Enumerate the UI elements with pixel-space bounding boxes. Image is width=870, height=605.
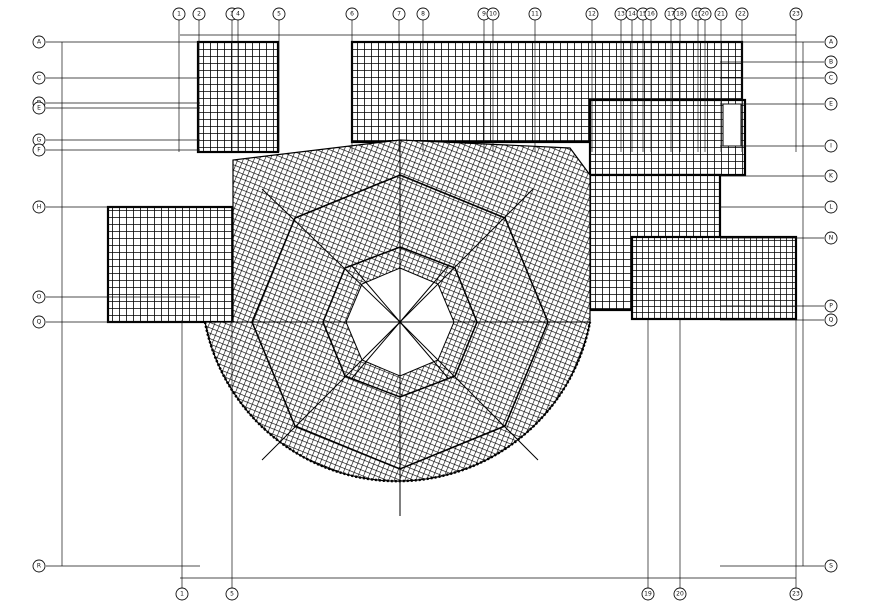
axis-bubble-left-C-label: C [37, 75, 41, 82]
axis-bubble-top-9: 9 [477, 7, 491, 21]
axis-bubble-bottom-5-label: 5 [230, 591, 234, 598]
axis-bubble-right-S: S [824, 559, 838, 573]
axis-bubble-top-1-label: 1 [177, 11, 181, 18]
axis-bubble-top-22: 22 [735, 7, 749, 21]
axis-bubble-top-13: 13 [614, 7, 628, 21]
axis-bubble-top-16-label: 16 [647, 11, 655, 18]
axis-bubble-top-18-label: 18 [676, 11, 684, 18]
axis-bubble-top-10: 10 [486, 7, 500, 21]
axis-bubble-bottom-1-label: 1 [180, 591, 184, 598]
axis-bubble-top-12: 12 [585, 7, 599, 21]
axis-bubble-right-A: A [824, 35, 838, 49]
axis-bubble-right-Q-label: Q [829, 317, 834, 324]
axis-bubble-left-E: E [32, 101, 46, 115]
axis-bubble-top-12-label: 12 [588, 11, 596, 18]
axis-bubble-top-21: 21 [714, 7, 728, 21]
axis-bubble-top-7-label: 7 [397, 11, 401, 18]
axis-bubble-top-11-label: 11 [531, 11, 539, 18]
axis-bubble-left-O-label: O [37, 294, 42, 301]
axis-bubble-left-Q: Q [32, 315, 46, 329]
axis-bubble-right-B: B [824, 55, 838, 69]
axis-bubble-top-6-label: 6 [350, 11, 354, 18]
axis-bubble-left-A-label: A [37, 39, 42, 46]
axis-bubble-right-B-label: B [829, 59, 833, 66]
grid-lines [46, 20, 824, 588]
axis-bubble-bottom-19-label: 19 [644, 591, 652, 598]
axis-bubble-bottom-20-label: 20 [676, 591, 684, 598]
axis-bubble-top-9-label: 9 [482, 11, 486, 18]
axis-bubble-top-19-label: 19 [694, 11, 702, 18]
axis-bubble-right-K: K [824, 169, 838, 183]
axis-bubble-top-20-label: 20 [701, 11, 709, 18]
axis-bubble-right-L-label: L [829, 204, 833, 211]
axis-bubble-top-21-label: 21 [717, 11, 725, 18]
axis-bubble-right-E-label: E [829, 101, 833, 108]
axis-bubble-top-23: 23 [789, 7, 803, 21]
axis-bubble-bottom-19: 19 [641, 587, 655, 601]
axis-bubble-top-4-label: 4 [236, 11, 240, 18]
axis-bubble-right-C: C [824, 71, 838, 85]
axis-bubble-left-F-label: F [37, 147, 41, 154]
axis-bubble-left-F: F [32, 143, 46, 157]
axis-bubble-top-8: 8 [416, 7, 430, 21]
axis-bubble-top-18: 18 [673, 7, 687, 21]
axis-bubble-top-13-label: 13 [617, 11, 625, 18]
radial-roof [203, 139, 592, 516]
axis-bubble-top-5-label: 5 [277, 11, 281, 18]
axis-bubble-top-6: 6 [345, 7, 359, 21]
axis-bubble-left-O: O [32, 290, 46, 304]
axis-bubble-top-8-label: 8 [421, 11, 425, 18]
axis-bubble-right-P-label: P [829, 303, 833, 310]
bottom-axis-bubbles: 1 5 19 20 23 [175, 587, 803, 601]
axis-bubble-left-R-label: R [37, 563, 41, 570]
axis-bubble-right-S-label: S [829, 563, 833, 570]
axis-bubble-left-A: A [32, 35, 46, 49]
axis-bubble-left-C: C [32, 71, 46, 85]
left-axis-bubbles: ACDEGFHOQR [32, 35, 46, 573]
axis-bubble-right-P: P [824, 299, 838, 313]
axis-bubble-right-I-label: I [830, 143, 832, 150]
axis-bubble-right-N-label: N [829, 235, 834, 242]
axis-bubble-top-4: 4 [231, 7, 245, 21]
axis-bubble-right-N: N [824, 231, 838, 245]
axis-bubble-top-20: 20 [698, 7, 712, 21]
axis-bubble-top-15-label: 15 [639, 11, 647, 18]
axis-bubble-top-2: 2 [192, 7, 206, 21]
axis-bubble-top-17-label: 17 [667, 11, 675, 18]
axis-bubble-right-L: L [824, 200, 838, 214]
axis-bubble-left-G-label: G [37, 137, 42, 144]
axis-bubble-left-Q-label: Q [37, 319, 42, 326]
axis-bubble-right-C-label: C [829, 75, 833, 82]
axis-bubble-right-E: E [824, 97, 838, 111]
axis-bubble-top-14-label: 14 [628, 11, 636, 18]
axis-bubble-top-1: 1 [172, 7, 186, 21]
axis-bubble-right-Q: Q [824, 313, 838, 327]
axis-bubble-top-14: 14 [625, 7, 639, 21]
axis-bubble-left-H: H [32, 200, 46, 214]
axis-bubble-top-22-label: 22 [738, 11, 746, 18]
axis-bubble-left-E-label: E [37, 105, 41, 112]
top-axis-bubbles: 1234567891011121314151617181920212223 [172, 7, 803, 21]
axis-bubble-left-H-label: H [37, 204, 42, 211]
axis-bubble-bottom-23-label: 23 [792, 591, 800, 598]
axis-bubble-top-2-label: 2 [197, 11, 201, 18]
axis-bubble-left-R: R [32, 559, 46, 573]
dimension-frame [61, 34, 804, 579]
axis-bubble-bottom-5: 5 [225, 587, 239, 601]
axis-bubble-top-7: 7 [392, 7, 406, 21]
axis-bubble-top-10-label: 10 [489, 11, 497, 18]
axis-bubble-right-K-label: K [829, 173, 834, 180]
axis-bubble-bottom-23: 23 [789, 587, 803, 601]
axis-bubble-top-16: 16 [644, 7, 658, 21]
axis-bubble-left-G: G [32, 133, 46, 147]
axis-bubble-right-A-label: A [829, 39, 834, 46]
axis-bubble-bottom-1: 1 [175, 587, 189, 601]
axis-bubble-right-I: I [824, 139, 838, 153]
axis-bubble-bottom-20: 20 [673, 587, 687, 601]
axis-bubble-top-23-label: 23 [792, 11, 800, 18]
axis-bubble-top-11: 11 [528, 7, 542, 21]
right-axis-bubbles: A B C E I K L N PQ S [824, 35, 838, 573]
axis-bubble-top-5: 5 [272, 7, 286, 21]
